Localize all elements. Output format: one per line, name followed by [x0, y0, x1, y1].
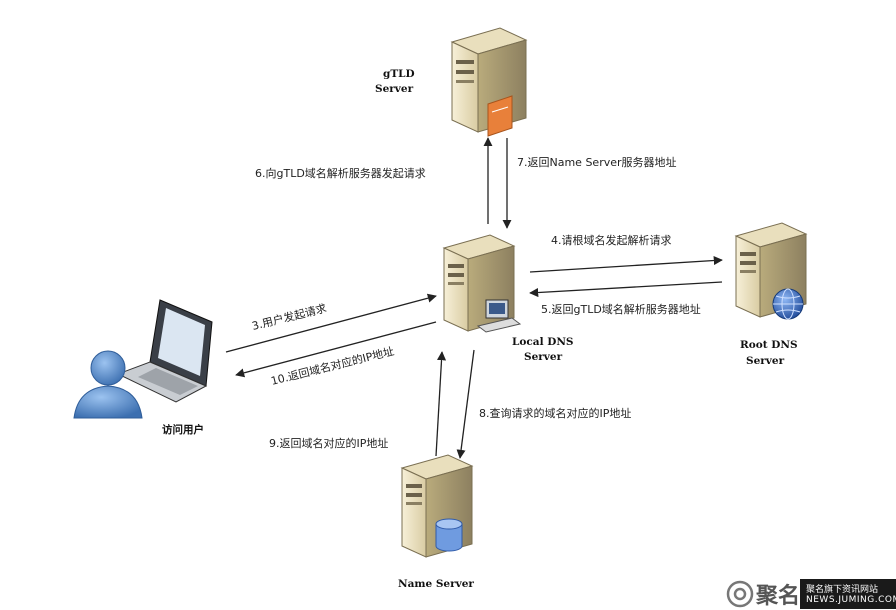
brand-logo-icon [726, 580, 754, 608]
watermark-brand: 聚名 [756, 584, 801, 609]
step-7-label: 7.返回Name Server服务器地址 [517, 155, 677, 169]
root-dns-label: Root DNS [740, 339, 798, 351]
step-4-label: 4.请根域名发起解析请求 [551, 233, 672, 247]
laptop-icon [116, 299, 213, 403]
watermark-line-2: NEWS.JUMING.COM [806, 595, 896, 605]
arrow-step-3 [225, 293, 437, 353]
watermark-line-1: 聚名旗下资讯网站 [806, 585, 879, 595]
arrow-step-9 [435, 351, 447, 457]
step-10-label: 10.返回域名对应的IP地址 [269, 344, 395, 388]
local-dns-label: Local DNS [512, 336, 574, 348]
step-6-label: 6.向gTLD域名解析服务器发起请求 [255, 166, 426, 180]
globe-icon [772, 288, 804, 320]
arrow-step-10 [235, 321, 437, 378]
gtld-server-label-2: Server [375, 83, 414, 95]
user-label: 访问用户 [162, 423, 204, 436]
gtld-server-label: gTLD [383, 68, 415, 80]
database-icon [435, 518, 463, 552]
arrow-step-5 [529, 281, 723, 298]
local-dns-server-icon [442, 234, 522, 333]
step-9-label: 9.返回域名对应的IP地址 [269, 436, 388, 450]
watermark-badge: 聚名旗下资讯网站 NEWS.JUMING.COM [800, 579, 896, 609]
arrow-step-8 [456, 349, 475, 459]
step-8-label: 8.查询请求的域名对应的IP地址 [479, 406, 631, 420]
user-icon [73, 350, 143, 419]
root-dns-label-2: Server [746, 355, 785, 367]
gtld-server-icon [450, 27, 528, 137]
name-server-label: Name Server [398, 578, 474, 590]
local-dns-label-2: Server [524, 351, 563, 363]
step-5-label: 5.返回gTLD域名解析服务器地址 [541, 302, 701, 316]
arrows [225, 137, 723, 459]
arrow-step-4 [529, 255, 723, 273]
